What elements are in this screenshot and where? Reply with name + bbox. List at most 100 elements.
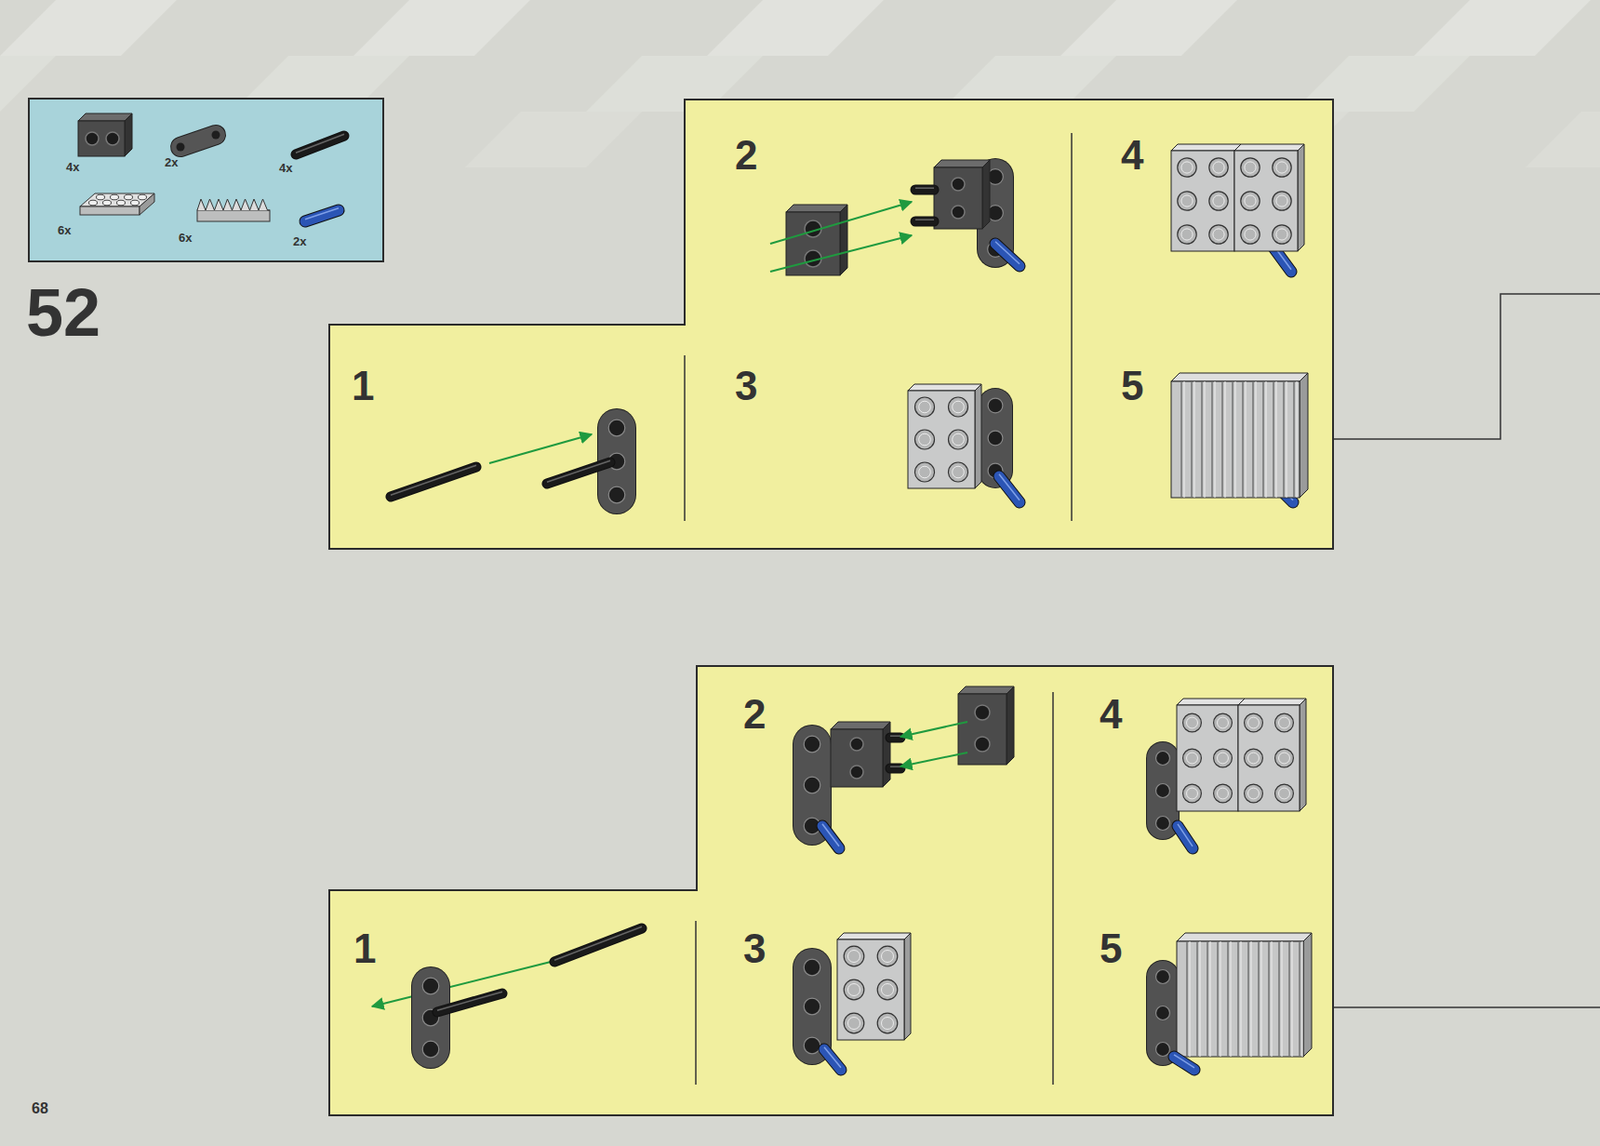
pin-long	[554, 926, 642, 962]
hole	[974, 705, 990, 720]
rack-tooth-shine	[1286, 381, 1288, 498]
substep-panel-fill	[329, 666, 1334, 1116]
stud-shine	[1186, 752, 1199, 764]
blue-pin-edge	[1177, 826, 1193, 849]
stud	[1213, 748, 1233, 768]
block-front	[1176, 941, 1304, 1057]
pin-long-shine	[295, 133, 345, 153]
block-side	[882, 721, 891, 787]
plate-small	[80, 193, 155, 215]
stud-shine	[848, 950, 861, 963]
pin-long-edge	[915, 185, 934, 196]
pin-long	[295, 133, 345, 155]
rack-teeth	[197, 199, 270, 211]
stud-shine	[1244, 195, 1256, 207]
gear-rack	[1171, 373, 1308, 498]
stud-shine	[1276, 161, 1288, 174]
pin-long-edge	[437, 993, 503, 1013]
rack-front	[197, 210, 270, 222]
divider-line	[1333, 293, 1600, 440]
blue-pin	[824, 1047, 841, 1070]
hole	[1156, 784, 1171, 799]
liftarm-edge	[1146, 976, 1180, 1050]
block-side	[1303, 933, 1312, 1057]
hole	[1156, 1042, 1171, 1057]
node-outline	[329, 99, 1334, 549]
block-front	[837, 939, 905, 1040]
stud-shine	[1217, 752, 1229, 764]
page-number: 68	[31, 1101, 49, 1117]
stud-shine	[919, 433, 932, 446]
rack-tooth	[1221, 381, 1224, 498]
rack-tooth-shine	[1210, 941, 1212, 1057]
rack-tooth	[1211, 381, 1214, 498]
blue-pin	[999, 474, 1020, 503]
stud	[1183, 784, 1202, 803]
hole	[608, 419, 626, 437]
stud	[948, 462, 969, 482]
divider-line	[1052, 692, 1054, 1085]
pin-long-edge	[915, 216, 934, 227]
plate	[907, 384, 982, 489]
rack-tooth	[1288, 941, 1291, 1057]
rack-tooth	[1272, 381, 1275, 498]
blue-pin-edge	[995, 243, 1020, 267]
blue-pin	[305, 208, 339, 222]
technic-brick	[78, 113, 133, 157]
rack-tooth	[1293, 381, 1295, 498]
liftarm-body	[793, 744, 831, 827]
liftarm-body	[1146, 976, 1179, 1050]
substep-panel: 12345	[329, 666, 1334, 1116]
rack-tooth-shine	[1194, 381, 1196, 498]
block-front	[1171, 381, 1300, 498]
stud	[1240, 191, 1260, 211]
stud-shine	[1181, 228, 1193, 240]
block-front	[958, 693, 1007, 765]
pin-long-shine	[554, 926, 642, 960]
liftarm-edge	[977, 405, 1014, 471]
substep-number: 4	[1120, 134, 1144, 176]
rack-tooth-shine	[1204, 381, 1206, 498]
blue-pin	[1177, 824, 1193, 849]
stud-shine	[952, 400, 965, 414]
stud	[915, 397, 935, 417]
blue-pin-body	[999, 476, 1020, 503]
block-side	[1297, 144, 1305, 252]
part-count: 2x	[293, 235, 307, 248]
checker-tile	[1060, 0, 1238, 56]
stud	[1177, 225, 1197, 244]
rack-tooth	[1247, 941, 1250, 1057]
rack-tooth	[1262, 381, 1265, 498]
rack-tooth	[1226, 941, 1229, 1057]
block-front	[78, 120, 125, 157]
assembly-arrow	[900, 752, 968, 767]
stud	[110, 194, 120, 200]
stud	[1272, 225, 1292, 244]
stud	[1177, 158, 1197, 177]
pin-long-shine	[915, 186, 934, 189]
rack-tooth	[1282, 381, 1285, 498]
rack-tooth-shine	[1245, 381, 1247, 498]
stud-shine	[848, 984, 861, 997]
rack-tooth-shine	[1189, 941, 1191, 1057]
hole	[803, 998, 821, 1015]
hole	[85, 132, 99, 146]
blue-pin-shine	[999, 474, 1020, 501]
rack-tooth	[1196, 941, 1199, 1057]
stud-shine	[1186, 717, 1199, 729]
stud-shine	[1217, 717, 1229, 729]
hole	[422, 1040, 440, 1058]
blue-pin	[995, 241, 1020, 267]
stud	[1177, 191, 1197, 211]
substep-number: 1	[353, 928, 376, 970]
hole	[987, 430, 1003, 446]
stud	[915, 462, 935, 482]
blue-pin-shine	[1177, 824, 1193, 847]
pin-long-shine	[915, 218, 934, 221]
rack-tooth-shine	[1292, 941, 1294, 1057]
rack-tooth	[1231, 381, 1234, 498]
substep-panel: 12345	[329, 99, 1334, 549]
part-count: 2x	[164, 156, 178, 169]
checker-tile	[465, 111, 642, 168]
